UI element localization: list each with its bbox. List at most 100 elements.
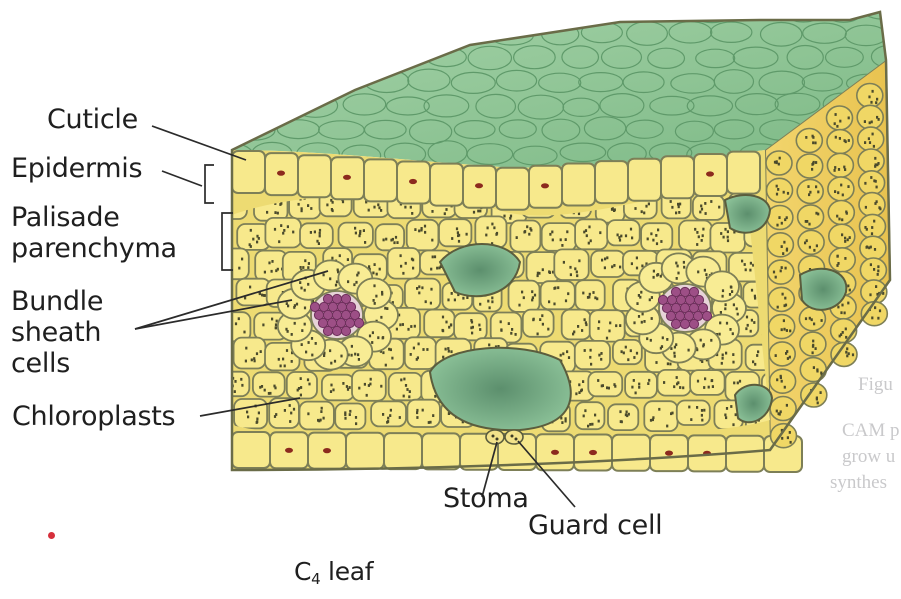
epidermis-cell <box>298 155 331 197</box>
chloroplast <box>581 329 583 332</box>
chloroplast <box>834 169 836 172</box>
chloroplast <box>305 351 307 354</box>
chloroplast <box>875 101 877 104</box>
chloroplast <box>444 212 446 215</box>
chloroplast <box>722 289 724 292</box>
chloroplast <box>677 203 679 206</box>
chloroplast <box>369 383 371 386</box>
chloroplast <box>349 413 351 416</box>
chloroplast <box>675 343 677 346</box>
chloroplast <box>426 348 428 351</box>
chloroplast <box>450 350 452 353</box>
chloroplast <box>816 244 818 247</box>
chloroplast <box>470 326 472 329</box>
chloroplast <box>696 231 698 234</box>
chloroplast <box>807 185 809 188</box>
chloroplast <box>560 354 562 357</box>
epidermis-cell <box>661 156 694 198</box>
chloroplast <box>330 199 332 202</box>
chloroplast <box>589 356 591 359</box>
epidermis-cell <box>364 159 397 201</box>
mesophyll-cell <box>658 370 691 396</box>
chloroplast <box>871 317 873 320</box>
chloroplast <box>369 335 371 338</box>
chloroplast <box>516 236 518 239</box>
chloroplast <box>701 360 703 363</box>
chloroplast <box>655 361 657 364</box>
surface-cell <box>274 70 311 92</box>
chloroplast <box>727 239 729 242</box>
label-cells: cells <box>11 348 70 379</box>
chloroplast <box>613 209 615 212</box>
chloroplast <box>320 419 322 422</box>
chloroplast <box>752 360 754 363</box>
chloroplast <box>542 268 544 271</box>
chloroplast <box>399 416 401 419</box>
caption-leaf: leaf <box>320 557 373 586</box>
chloroplast <box>411 212 413 215</box>
chloroplast <box>388 348 390 351</box>
chloroplast <box>876 116 878 119</box>
chloroplast <box>737 382 739 385</box>
chloroplast <box>737 313 739 316</box>
chloroplast <box>808 193 810 196</box>
chloroplast <box>813 323 815 326</box>
chloroplast <box>355 416 357 419</box>
chloroplast <box>753 321 755 324</box>
chloroplast <box>574 267 576 270</box>
chloroplast <box>837 191 839 194</box>
chloroplast <box>451 292 453 295</box>
chloroplast <box>647 238 649 241</box>
chloroplast <box>594 414 596 417</box>
chloroplast <box>470 319 472 322</box>
chloroplast <box>354 353 356 356</box>
side-cell <box>827 153 853 177</box>
chloroplast <box>601 385 603 388</box>
chloroplast <box>638 315 640 318</box>
chloroplast <box>570 273 572 276</box>
chloroplast <box>708 386 710 389</box>
epidermis-cell <box>430 164 463 206</box>
label-sheath: sheath <box>11 317 101 348</box>
chloroplast <box>528 233 530 236</box>
chloroplast <box>526 225 528 228</box>
chloroplast <box>241 258 243 261</box>
chloroplast <box>280 224 282 227</box>
chloroplast <box>418 343 420 346</box>
chloroplast <box>847 185 849 188</box>
chloroplast <box>729 293 731 296</box>
chloroplast <box>408 395 410 398</box>
chloroplast <box>537 333 539 336</box>
chloroplast <box>557 286 559 289</box>
chloroplast <box>442 356 444 359</box>
chloroplast <box>321 407 323 410</box>
chloroplast <box>451 237 453 240</box>
chloroplast <box>457 231 459 234</box>
chloroplast <box>561 244 563 247</box>
chloroplast <box>416 411 418 414</box>
chloroplast <box>271 270 273 273</box>
chloroplast <box>620 235 622 238</box>
chloroplast <box>653 270 655 273</box>
chloroplast <box>843 166 845 169</box>
chloroplast <box>733 303 735 306</box>
chloroplast <box>391 357 393 360</box>
chloroplast <box>786 248 788 251</box>
chloroplast <box>262 324 264 327</box>
chloroplast <box>368 265 370 268</box>
chloroplast <box>301 329 303 332</box>
chloroplast <box>587 296 589 299</box>
nucleus <box>706 171 714 176</box>
chloroplast <box>363 229 365 232</box>
chloroplast <box>246 411 248 414</box>
chloroplast <box>421 286 423 289</box>
chloroplast <box>704 269 706 272</box>
surface-cell <box>342 0 386 22</box>
mesophyll-cell <box>339 223 373 248</box>
chloroplast <box>868 137 870 140</box>
chloroplast <box>479 210 481 213</box>
label-stoma: Stoma <box>443 483 529 514</box>
chloroplast <box>746 316 748 319</box>
chloroplast <box>621 350 623 353</box>
chloroplast <box>847 285 849 288</box>
